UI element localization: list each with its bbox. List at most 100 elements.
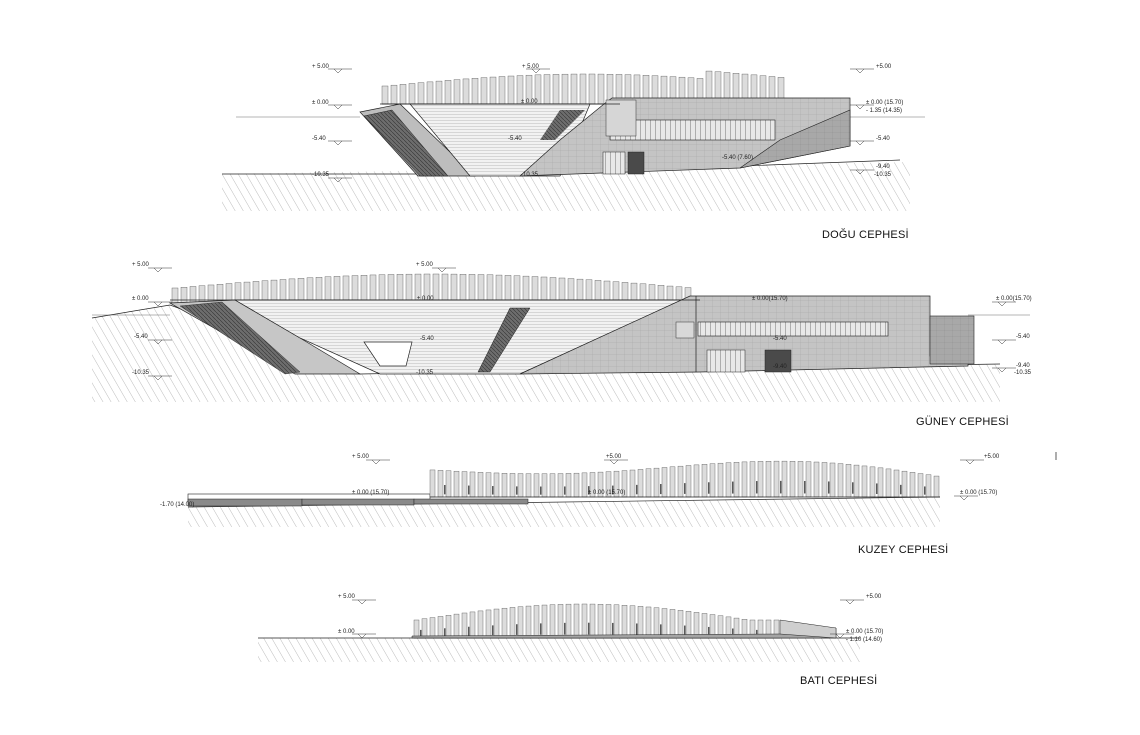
level-label: -5.40 (134, 334, 148, 340)
facade-fin (399, 84, 407, 105)
facade-fin (405, 273, 413, 305)
facade-fin (581, 603, 588, 639)
facade-fin (507, 75, 515, 105)
level-label: + 5.00 (132, 262, 150, 268)
facade-fin (901, 470, 908, 498)
facade-fin (661, 608, 668, 639)
facade-fin (180, 287, 188, 305)
facade-fin (549, 473, 556, 498)
facade-fin (725, 462, 732, 498)
facade-fin (421, 618, 428, 639)
facade-fin (669, 466, 676, 498)
facade-fin (653, 607, 660, 639)
facade-fin (701, 464, 708, 498)
elevation-kuzey: + 5.00 +5.00 +5.00 ± 0.00 (15.70) ± 0.00… (160, 454, 1000, 556)
facade-fin (493, 608, 500, 639)
facade-fin (861, 465, 868, 498)
level-label: -5.40 (1016, 334, 1030, 340)
facade-fin (685, 465, 692, 498)
facade-window (852, 482, 854, 494)
level-label: -10.35 (874, 172, 892, 178)
facade-fin (501, 473, 508, 498)
facade-fin (629, 469, 636, 498)
level-label: -5.40 (773, 336, 787, 342)
facade-window (420, 629, 422, 637)
facade-window (444, 485, 446, 495)
facade-fin (441, 273, 449, 305)
facade-fin (597, 604, 604, 639)
facade-window (804, 480, 806, 494)
facade-fin (589, 603, 596, 639)
facade-window (612, 622, 614, 635)
facade-fin (557, 604, 564, 639)
facade-fin (437, 616, 444, 639)
facade-fin (588, 73, 596, 105)
facade-fin (485, 472, 492, 498)
level-label: + 5.00 (352, 454, 370, 460)
facade-fin (749, 461, 756, 498)
facade-fin (805, 461, 812, 498)
facade-window (492, 625, 494, 636)
facade-fin (837, 463, 844, 498)
facade-window (756, 629, 758, 637)
level-label: -9.40 (876, 164, 890, 170)
level-label: -10.35 (521, 172, 539, 178)
facade-fin (461, 471, 468, 498)
facade-fin (501, 607, 508, 639)
facade-fin (845, 464, 852, 498)
level-label: + 5.00 (416, 262, 434, 268)
facade-fin (757, 461, 764, 498)
facade-window (636, 623, 638, 635)
facade-fin (781, 460, 788, 498)
level-label: +5.00 (606, 454, 622, 460)
level-markers-guney: + 5.00 + 5.00 ± 0.00 ± 0.00 ± 0.00(15.70… (132, 262, 1032, 381)
facade-fin (597, 73, 605, 105)
level-label: + 5.00 (522, 64, 540, 70)
facade-fin (653, 467, 660, 498)
facade-fin (933, 475, 940, 498)
facade-window (756, 481, 758, 494)
level-label: ± 0.00 (521, 99, 538, 105)
level-label: -10.35 (312, 172, 330, 178)
level-label: +5.00 (866, 594, 882, 600)
level-label: ± 0.00(15.70) (752, 296, 788, 302)
facade-fin (821, 462, 828, 498)
facade-window (660, 624, 662, 635)
facade-fin (637, 606, 644, 639)
level-label: -5.40 (420, 336, 434, 342)
level-label: -10.35 (1014, 370, 1032, 376)
level-label: ± 0.00 (132, 296, 149, 302)
level-label: -1.70 (14.00) (160, 502, 194, 508)
facade-fin (552, 74, 560, 105)
facade-fin (509, 607, 516, 639)
facade-fin (573, 603, 580, 639)
facade-fin (445, 470, 452, 498)
elevation-guney: + 5.00 + 5.00 ± 0.00 ± 0.00 ± 0.00(15.70… (91, 262, 1032, 428)
facade-fin (885, 468, 892, 498)
facade-fin (565, 473, 572, 498)
facade-fin (741, 461, 748, 498)
facade-fin (493, 472, 500, 498)
facade-fin (486, 274, 494, 305)
facade-fin (485, 609, 492, 639)
facade-fin (561, 73, 569, 105)
level-label: -9.40 (773, 364, 787, 370)
level-label: + 5.00 (338, 594, 356, 600)
facade-fin (893, 469, 900, 498)
facade-fin (869, 466, 876, 498)
facade-fin (462, 78, 470, 105)
facade-fin (917, 473, 924, 498)
facade-window (900, 484, 902, 495)
facade-fin (408, 83, 416, 105)
facade-window (468, 626, 470, 636)
facade-window (516, 486, 518, 495)
facade-window (708, 482, 710, 494)
facade-fin (381, 85, 389, 105)
facade-fin (541, 473, 548, 498)
level-label: ± 0.00 (417, 296, 434, 302)
facade-window (732, 628, 734, 636)
facade-window (564, 486, 566, 495)
facade-fin (797, 461, 804, 498)
facade-fin (171, 287, 179, 305)
facade-fin (765, 461, 772, 498)
